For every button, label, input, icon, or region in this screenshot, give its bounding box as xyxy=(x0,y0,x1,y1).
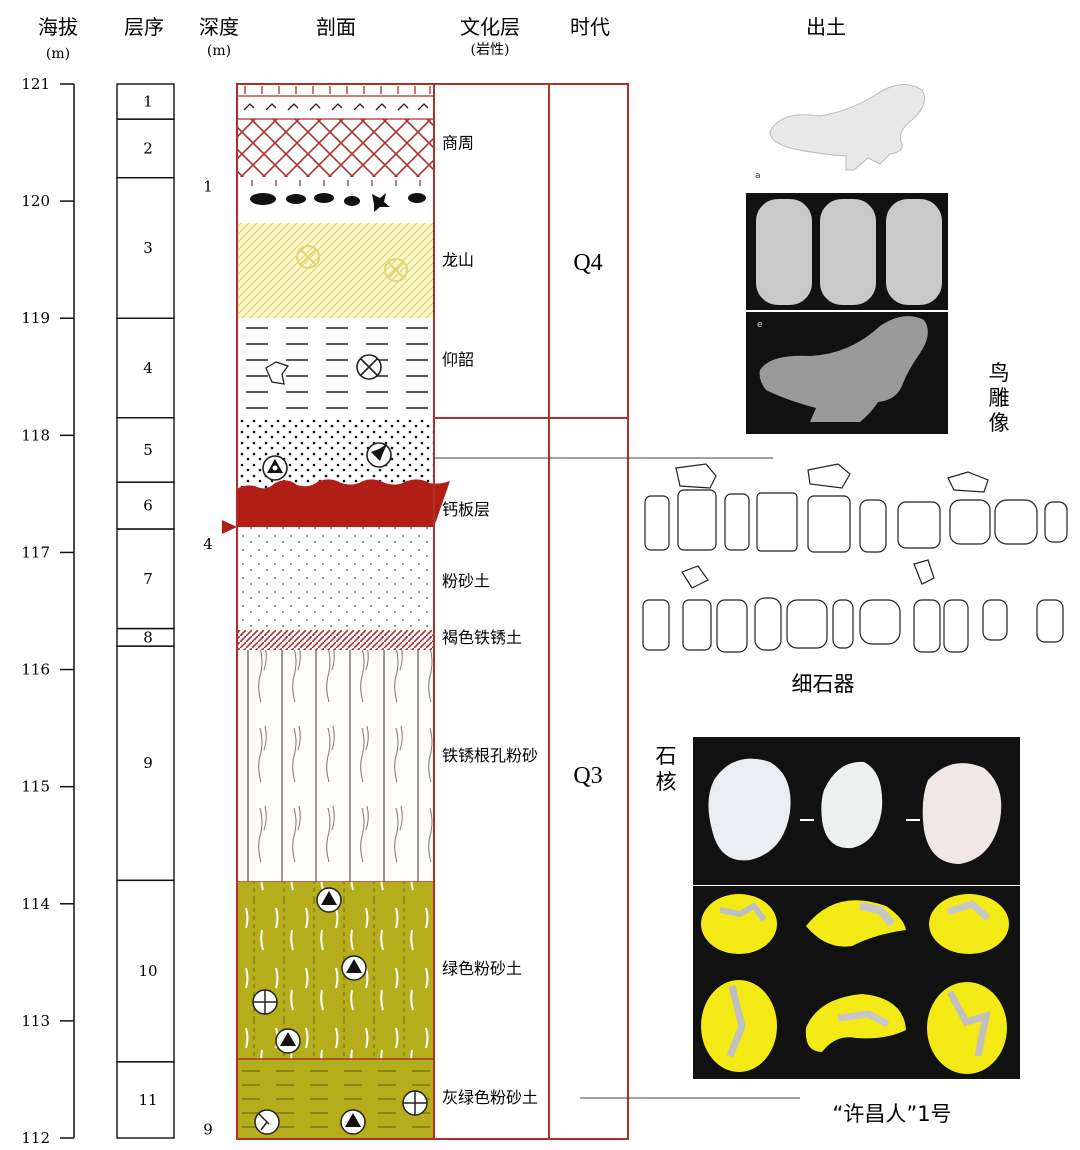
vertical-char: 石 xyxy=(656,744,677,768)
era-label: Q3 xyxy=(573,763,602,789)
vertical-char: 雕 xyxy=(989,386,1010,410)
header-era: 时代 xyxy=(570,15,610,39)
profile-layer-2 xyxy=(237,119,434,177)
tool-symbols-green xyxy=(252,887,367,1054)
sequence-number: 3 xyxy=(143,239,153,257)
depth-mark: 1 xyxy=(203,178,213,196)
profile-layer-1 xyxy=(237,84,434,119)
sequence-number: 10 xyxy=(138,962,157,980)
circle-x-symbol xyxy=(356,354,382,380)
culture-layer-label: 龙山 xyxy=(442,251,474,270)
skull-photo xyxy=(693,886,1020,1079)
nodules xyxy=(250,193,426,212)
header-depth-unit: (m) xyxy=(207,43,231,59)
altitude-tick-label: 119 xyxy=(21,309,50,327)
header-depth: 深度 xyxy=(199,15,239,39)
bird-scan-d xyxy=(886,199,942,305)
header-altitude: 海拔 xyxy=(38,15,78,39)
vertical-char: 像 xyxy=(989,411,1010,435)
stone-core-photo xyxy=(693,737,1020,885)
culture-frame xyxy=(433,83,550,1140)
bird-figurine-images: a e xyxy=(746,78,948,434)
altitude-tick-label: 117 xyxy=(21,543,50,561)
core-label-vertical: 石核 xyxy=(656,744,677,794)
sequence-number: 4 xyxy=(143,359,153,377)
sequence-column: 1 2 3 4 5 6 7 8 9 10 11 xyxy=(116,83,175,1139)
profile-layer-1-peaks xyxy=(243,103,429,111)
altitude-tick-label: 120 xyxy=(21,192,50,210)
culture-layer-label: 灰绿色粉砂土 xyxy=(442,1088,538,1107)
altitude-ticks: 121 120 119 118 117 116 115 114 113 112 xyxy=(21,75,74,1147)
header-finds: 出土 xyxy=(806,15,846,39)
bird-photo-e-label: e xyxy=(757,320,763,330)
bird-scan-b xyxy=(756,199,812,305)
profile-layer-6 xyxy=(237,479,450,527)
header-sequence: 层序 xyxy=(124,15,164,39)
shard-symbol xyxy=(265,361,290,385)
altitude-tick-label: 121 xyxy=(21,75,50,93)
depth-mark: 4 xyxy=(203,535,213,553)
sequence-number: 5 xyxy=(143,441,153,459)
depth-mark: 9 xyxy=(203,1120,213,1138)
sequence-number: 9 xyxy=(143,754,153,772)
altitude-tick-label: 113 xyxy=(21,1012,50,1030)
altitude-tick-label: 116 xyxy=(21,661,50,679)
profile-column xyxy=(222,83,450,1140)
microlith-drawings xyxy=(642,463,1068,653)
culture-layer-label: 粉砂土 xyxy=(442,572,490,591)
profile-layer-8 xyxy=(237,630,434,650)
header-profile: 剖面 xyxy=(316,15,356,39)
bird-silhouette-a xyxy=(769,84,925,171)
header-culture-sub: (岩性) xyxy=(471,42,510,58)
sequence-number: 1 xyxy=(143,93,153,111)
sequence-cell xyxy=(116,1061,175,1139)
culture-layer-label: 绿色粉砂土 xyxy=(442,959,522,978)
bird-silhouette-e xyxy=(759,316,928,422)
culture-layer-label: 铁锈根孔粉砂 xyxy=(442,746,538,765)
header-culture: 文化层 xyxy=(460,15,520,39)
altitude-tick-label: 114 xyxy=(21,895,50,913)
altitude-tick-label: 112 xyxy=(21,1129,50,1147)
label-microliths: 细石器 xyxy=(792,672,855,696)
depth-column: 1 4 9 xyxy=(203,178,213,1139)
sequence-number: 7 xyxy=(143,570,153,588)
profile-layer-5 xyxy=(237,418,434,490)
vertical-char: 核 xyxy=(656,770,677,794)
culture-layer-label: 仰韶 xyxy=(442,350,474,369)
profile-layer-1-ticks xyxy=(244,86,431,94)
sequence-number: 6 xyxy=(143,497,153,515)
depth-marker-triangle xyxy=(222,520,237,534)
sequence-number: 11 xyxy=(138,1091,157,1109)
header-altitude-unit: (m) xyxy=(46,46,70,62)
bird-label-vertical: 鸟雕像 xyxy=(989,361,1010,435)
profile-layer-7 xyxy=(237,527,434,629)
culture-layer-label: 褐色铁锈土 xyxy=(442,628,522,647)
era-frame xyxy=(548,83,629,1140)
bird-scan-c xyxy=(820,199,876,305)
label-skull: “许昌人”1号 xyxy=(832,1102,951,1126)
culture-layer-label: 钙板层 xyxy=(442,500,490,519)
sequence-number: 8 xyxy=(143,628,153,646)
altitude-tick-label: 115 xyxy=(21,778,50,796)
vertical-char: 鸟 xyxy=(989,361,1010,385)
era-label: Q4 xyxy=(573,250,602,276)
culture-layer-label: 商周 xyxy=(442,134,474,153)
tool-symbol xyxy=(262,442,392,481)
tool-symbols-grey xyxy=(254,1090,428,1135)
altitude-tick-label: 118 xyxy=(21,426,50,444)
sequence-number: 2 xyxy=(143,139,153,157)
circle-cross-symbols xyxy=(296,245,408,282)
bird-photo-a-label: a xyxy=(755,171,761,181)
